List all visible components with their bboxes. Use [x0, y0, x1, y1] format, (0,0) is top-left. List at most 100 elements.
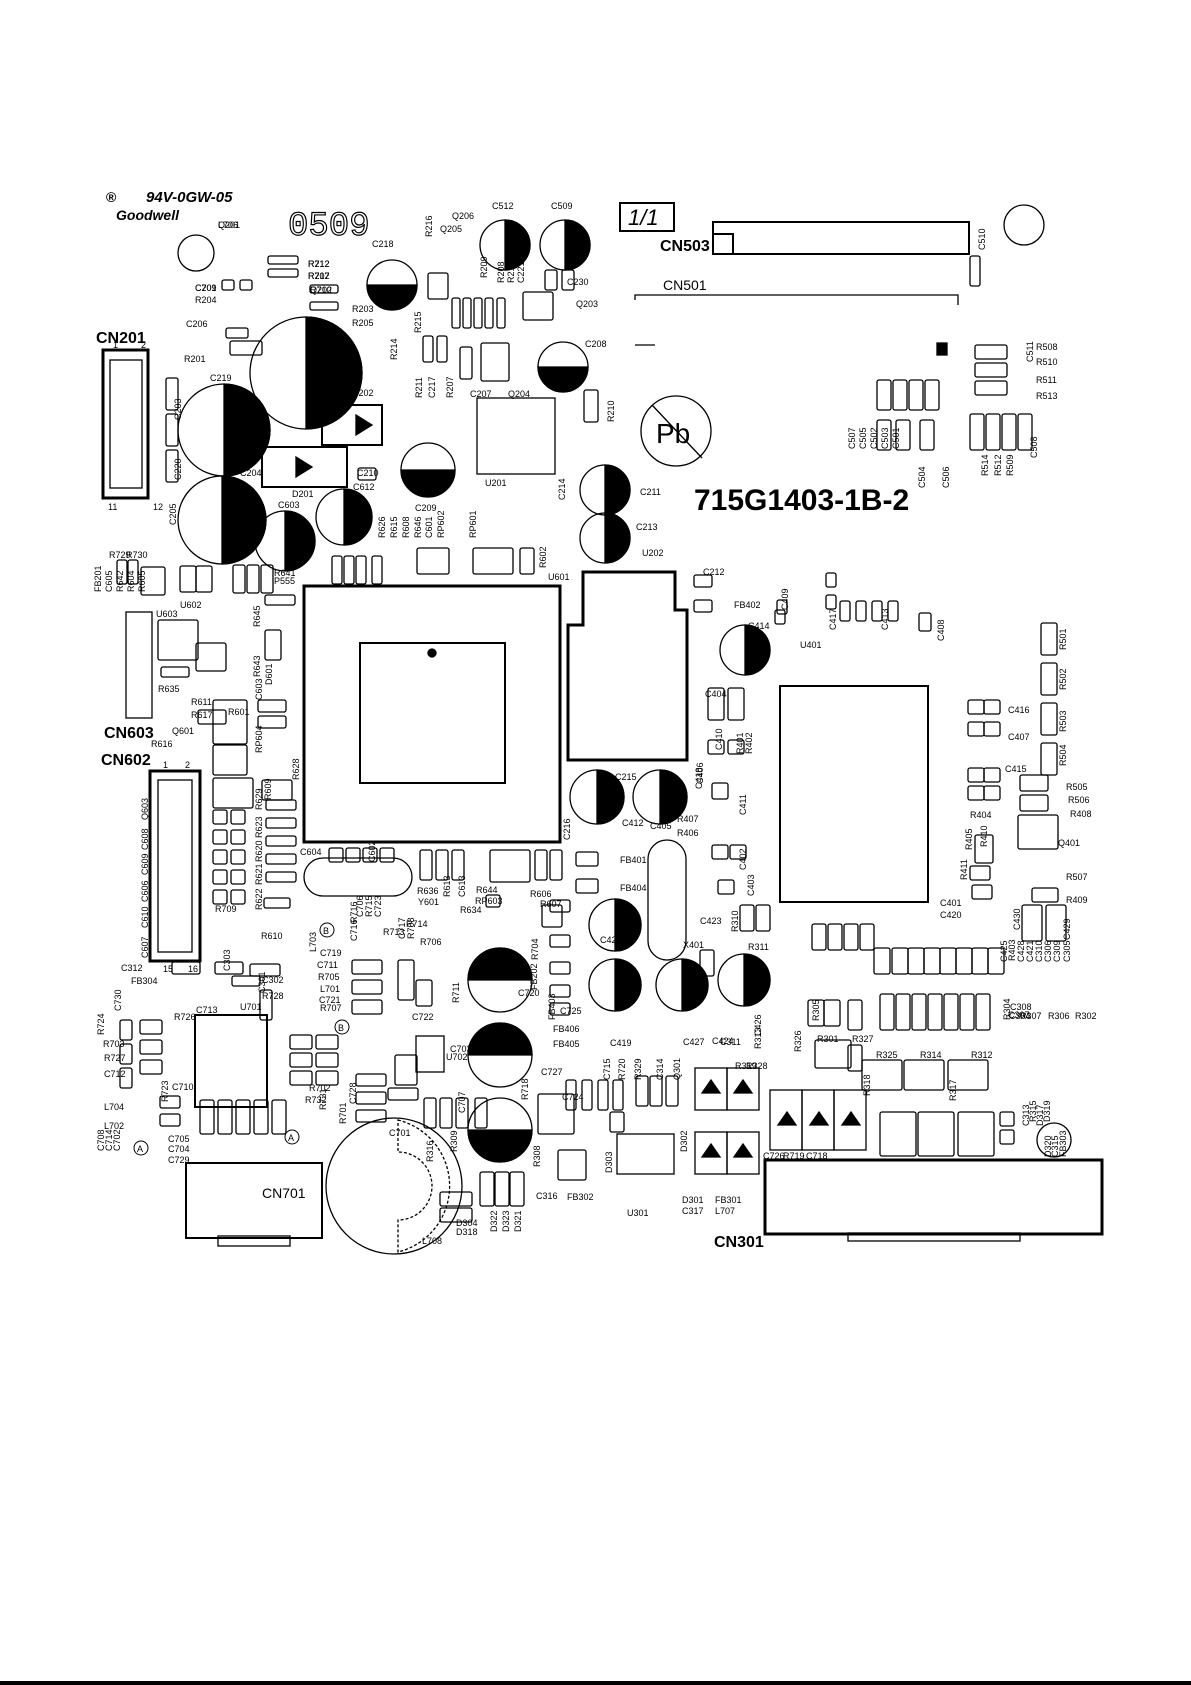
ref-designator-c413: C413	[880, 608, 890, 630]
smd-pad	[119, 1043, 133, 1065]
ref-designator-c409: C409	[780, 588, 790, 610]
smd-pad	[257, 699, 287, 713]
ref-designator-c307: C307	[1008, 1010, 1030, 1020]
smd-pad	[1040, 702, 1058, 736]
pin-marker: 2	[185, 760, 190, 770]
ref-designator-c714: C714	[104, 1129, 114, 1151]
smd-pad	[919, 419, 935, 451]
smd-pad	[379, 847, 395, 863]
ref-designator-r724: R724	[96, 1013, 106, 1035]
ref-designator-c703: C703	[450, 1044, 472, 1054]
cn602-body	[148, 769, 202, 963]
ref-designator-q202: Q202	[310, 285, 332, 295]
ref-designator-r305: R305	[811, 999, 821, 1021]
ref-designator-fb404: FB404	[620, 883, 647, 893]
smd-pad	[583, 389, 599, 423]
u201-label: U201	[485, 478, 507, 488]
ref-designator-r204: R204	[195, 295, 217, 305]
ref-designator-r501: R501	[1058, 628, 1068, 650]
smd-pad	[971, 947, 989, 975]
cn201-body	[101, 348, 150, 500]
smd-pad	[159, 1095, 181, 1109]
smd-pad	[999, 1111, 1015, 1127]
ref-designator-r629: R629	[254, 788, 264, 810]
ref-designator-q206: Q206	[452, 211, 474, 221]
smd-pad	[212, 699, 248, 745]
smd-pad	[887, 600, 899, 622]
ref-designator-r622: R622	[254, 888, 264, 910]
ref-designator-c429: C429	[1062, 918, 1072, 940]
smd-pad	[225, 327, 249, 339]
smd-pad	[267, 255, 299, 265]
ref-designator-d303: D303	[604, 1151, 614, 1173]
ref-designator-d302: D302	[679, 1130, 689, 1152]
ref-designator-c708: C708	[96, 1129, 106, 1151]
smd-pad	[969, 255, 981, 287]
smd-pad	[597, 1079, 609, 1111]
ref-designator-c716: C716	[349, 919, 359, 941]
cn201-label: CN201	[96, 330, 146, 347]
smd-pad	[451, 849, 465, 881]
smd-pad	[263, 897, 291, 909]
ref-designator-c720: C720	[518, 988, 540, 998]
ref-designator-c503: C503	[880, 427, 890, 449]
u301-body	[616, 1133, 675, 1175]
ref-designator-c726: C726	[763, 1151, 785, 1161]
ref-designator-r727: R727	[104, 1053, 126, 1063]
cn603-label: CN603	[104, 725, 154, 742]
ref-designator-l704: L704	[104, 1102, 124, 1112]
smd-pad	[435, 849, 449, 881]
ref-designator-q204: Q204	[508, 389, 530, 399]
smd-pad	[455, 1097, 469, 1129]
ref-designator-r406: R406	[677, 828, 699, 838]
ref-designator-r706: R706	[420, 937, 442, 947]
ref-designator-c403: C403	[746, 874, 756, 896]
cn503-pin1	[712, 233, 734, 255]
ref-designator-r211: R211	[414, 377, 424, 398]
electrolytic-caps	[177, 219, 771, 1255]
smd-pad	[474, 1097, 488, 1129]
mounting-hole	[1036, 1122, 1072, 1158]
ref-designator-c402: C402	[738, 848, 748, 870]
ref-designator-d321: D321	[513, 1210, 523, 1232]
u701-label: U701	[240, 1002, 262, 1012]
ref-designator-q301: Q301	[672, 1058, 682, 1080]
smd-pad	[879, 1111, 917, 1157]
y601-crystal	[303, 857, 413, 897]
ref-designator-l707: L707	[715, 1206, 735, 1216]
smd-pad	[975, 993, 991, 1031]
ref-designator-c312: C312	[121, 963, 143, 973]
ref-designator-r642: R642	[115, 570, 125, 592]
ref-designator-c301: C301	[257, 971, 267, 993]
ref-designator-r602: R602	[538, 546, 548, 568]
smd-pad	[345, 847, 361, 863]
ref-designator-c715: C715	[602, 1058, 612, 1080]
ref-designator-c209: C209	[415, 503, 437, 513]
ref-designator-q603: Q603	[140, 798, 150, 820]
ref-designator-c218: C218	[372, 239, 394, 249]
ref-designator-r407: R407	[677, 814, 699, 824]
u601-label: U601	[548, 572, 570, 582]
smd-pad	[246, 564, 260, 594]
ref-designator-c508: C508	[1029, 436, 1039, 458]
ref-designator-r512: R512	[993, 454, 1003, 476]
smd-pad	[119, 1019, 133, 1041]
ref-designator-r710: R710	[310, 285, 332, 295]
ref-designator-rp603: RP603	[475, 896, 503, 906]
smd-pad	[917, 1111, 955, 1157]
ref-designator-r217: R217	[506, 261, 516, 283]
ref-designator-r302: R302	[1075, 1011, 1097, 1021]
ref-designator-c202: C202	[339, 370, 361, 380]
smd-pad	[230, 809, 246, 825]
ref-designator-c509: C509	[551, 201, 573, 211]
ref-designator-r713: R713	[383, 927, 405, 937]
smd-pad	[843, 923, 859, 951]
u603-label: U603	[156, 609, 178, 619]
smd-pad	[1001, 413, 1017, 451]
smd-pad	[119, 1067, 133, 1089]
ref-designator-r606: R606	[530, 889, 552, 899]
smd-pads	[116, 255, 1067, 1223]
smd-pad	[955, 947, 973, 975]
smd-pad	[561, 269, 575, 291]
smd-pad	[699, 949, 715, 977]
